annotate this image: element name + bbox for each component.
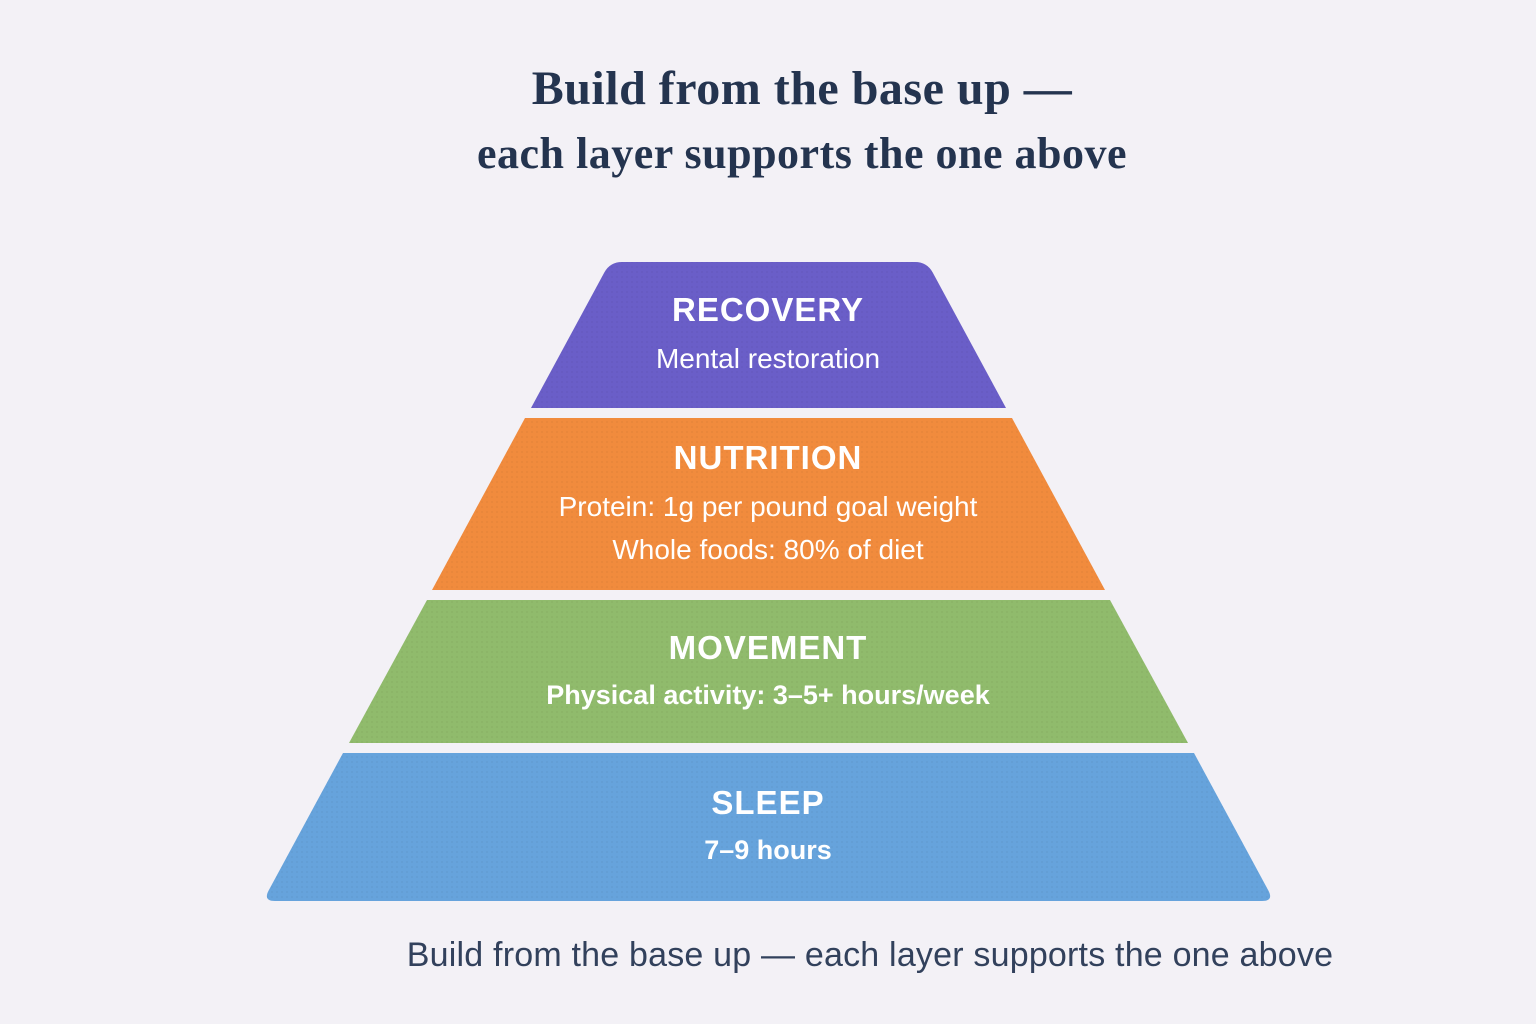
layer-texture-sleep <box>266 753 1271 901</box>
layer-texture-nutrition <box>432 418 1105 590</box>
footer-caption: Build from the base up — each layer supp… <box>406 936 1334 974</box>
title-line-2: each layer supports the one above <box>476 129 1127 179</box>
title-line-1: Build from the base up — <box>531 62 1073 115</box>
page-title: Build from the base up — each layer supp… <box>34 58 1536 181</box>
layer-texture-movement <box>349 600 1188 743</box>
layer-texture-recovery <box>531 262 1006 408</box>
